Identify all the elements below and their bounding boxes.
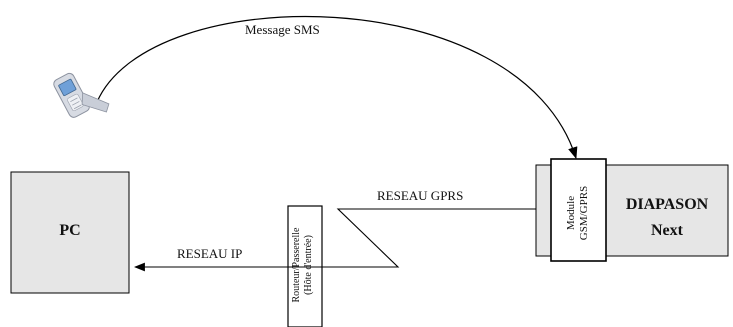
mobile-phone-icon xyxy=(53,72,110,118)
gsm-module-line1: Module xyxy=(565,195,577,231)
router-line1: Routeur/Passerelle xyxy=(291,227,302,303)
gsm-module-label: Module GSM/GPRS xyxy=(565,163,591,263)
pc-label: PC xyxy=(59,222,81,239)
sms-message-label: Message SMS xyxy=(245,22,320,37)
router-line2: (Hôte d'entrée) xyxy=(303,235,314,295)
gsm-module-line2: GSM/GPRS xyxy=(578,185,590,241)
gprs-network-label: RESEAU GPRS xyxy=(377,188,464,203)
diapason-label: DIAPASON Next xyxy=(606,192,728,244)
sms-arc-arrow xyxy=(96,15,578,160)
gsm-module-box xyxy=(550,158,607,262)
ip-network-label: RESEAU IP xyxy=(177,246,243,261)
pc-box xyxy=(10,171,130,294)
router-label: Routeur/Passerelle (Hôte d'entrée) xyxy=(291,206,317,324)
diapason-subtitle: Next xyxy=(651,222,683,239)
gprs-link xyxy=(133,208,536,272)
diapason-title: DIAPASON xyxy=(625,196,709,213)
